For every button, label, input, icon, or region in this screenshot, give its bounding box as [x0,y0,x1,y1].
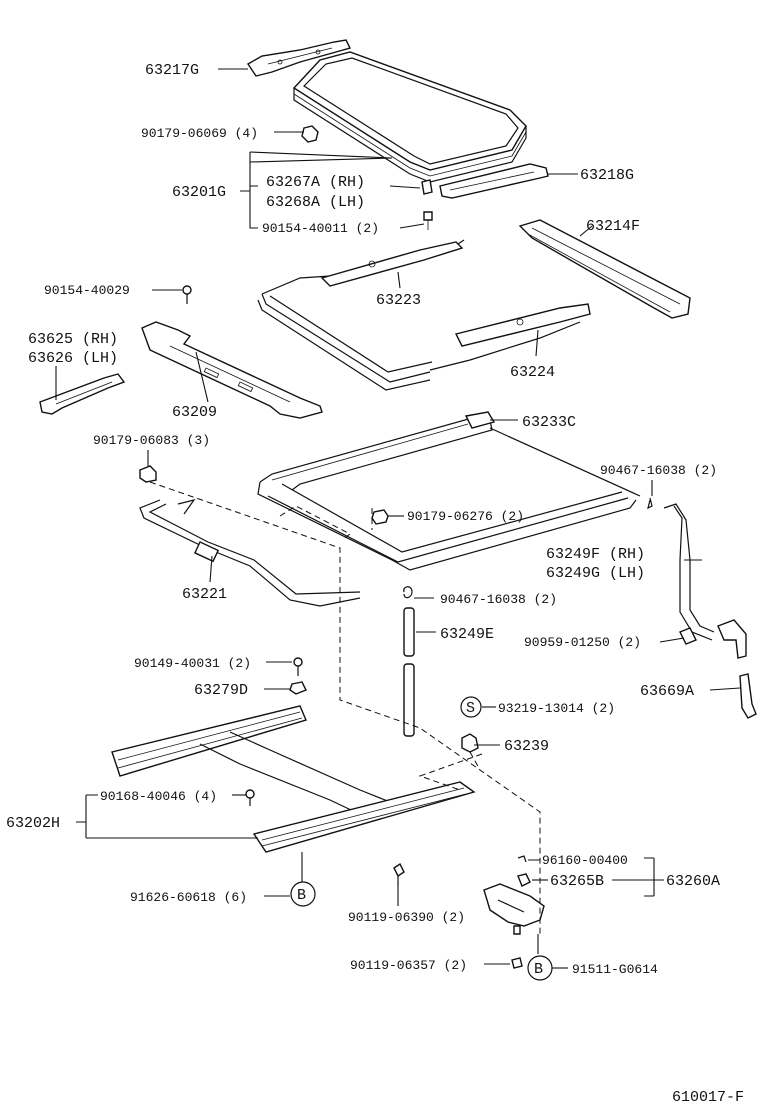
part-63209-bracket [141,321,323,419]
part-clip-90467-16038-a [647,497,653,510]
label-91626-60618: 91626-60618 (6) [130,890,247,905]
part-bolt-90149-40031 [289,657,307,695]
part-bolt-90168-40046 [245,789,255,806]
part-63214f-deflector [518,219,691,319]
label-63233c: 63233C [522,414,576,431]
label-63279d: 63279D [194,682,248,699]
part-screw-90154-40029 [182,285,192,304]
part-63221-cable [139,499,361,607]
part-63239-block [461,733,479,753]
label-63260a: 63260A [666,873,720,890]
part-63202h-rails [111,705,476,853]
label-63202h: 63202H [6,815,60,832]
part-clip-63267a [421,179,433,230]
callout-b1-text: B [297,887,306,904]
label-90959-01250: 90959-01250 (2) [524,635,641,650]
leader-lines [55,68,741,969]
label-63249f: 63249F (RH) [546,546,645,563]
label-63217g: 63217G [145,62,199,79]
label-90179-06083: 90179-06083 (3) [93,433,210,448]
part-nut-90179-06083 [139,465,157,483]
label-90149-40031: 90149-40031 (2) [134,656,251,671]
label-90179-06069: 90179-06069 (4) [141,126,258,141]
label-90119-06390: 90119-06390 (2) [348,910,465,925]
part-clamp-90959-01250 [679,627,697,645]
label-90154-40011: 90154-40011 (2) [262,221,379,236]
label-63267a: 63267A (RH) [266,174,365,191]
part-bolt-90119-06357 [511,957,523,969]
assembly-dashed-lines [149,481,541,934]
part-63625-bracket [39,373,126,415]
label-63201g: 63201G [172,184,226,201]
part-nut-90179-06276 [371,509,389,525]
label-63209: 63209 [172,404,217,421]
label-63221: 63221 [182,586,227,603]
part-clip-90467-16038-b [403,586,413,599]
label-90467-16038-b: 90467-16038 (2) [440,592,557,607]
label-96160-00400: 96160-00400 [542,853,628,868]
part-hose-63249e [403,607,415,737]
part-nut-90179-06069 [301,125,319,143]
label-90179-06276: 90179-06276 (2) [407,509,524,524]
label-63218g: 63218G [580,167,634,184]
callout-circle-b-2: B [527,955,553,981]
label-63268a: 63268A (LH) [266,194,365,211]
label-63626: 63626 (LH) [28,350,118,367]
callout-s-text: S [466,700,475,717]
part-hose-63669a [739,673,757,719]
part-motor-63260a [483,855,545,935]
label-63239: 63239 [504,738,549,755]
label-63249g: 63249G (LH) [546,565,645,582]
label-90168-40046: 90168-40046 (4) [100,789,217,804]
label-90154-40029: 90154-40029 [44,283,130,298]
callout-circle-b-1: B [290,881,316,907]
label-93219-13014: 93219-13014 (2) [498,701,615,716]
part-63218g-bracket [439,163,549,199]
label-63265b: 63265B [550,873,604,890]
part-63217g-bracket [247,39,352,77]
part-glass-panel [292,51,527,183]
figure-code: 610017-F [672,1089,744,1106]
part-labels: 63217G 90179-06069 (4) 63267A (RH) 63201… [6,62,744,1106]
callout-b2-text: B [534,961,543,978]
label-63669a: 63669A [640,683,694,700]
part-bolt-90119-06390 [393,862,405,886]
label-63249e: 63249E [440,626,494,643]
label-90467-16038-a: 90467-16038 (2) [600,463,717,478]
label-63224: 63224 [510,364,555,381]
label-91511-g0614: 91511-G0614 [572,962,658,977]
label-63214f: 63214F [586,218,640,235]
callout-circle-s: S [460,696,482,718]
part-drain-hose-63249f [663,503,747,659]
label-90119-06357: 90119-06357 (2) [350,958,467,973]
label-63625: 63625 (RH) [28,331,118,348]
part-frame-63223-63224 [257,239,591,391]
label-63223: 63223 [376,292,421,309]
